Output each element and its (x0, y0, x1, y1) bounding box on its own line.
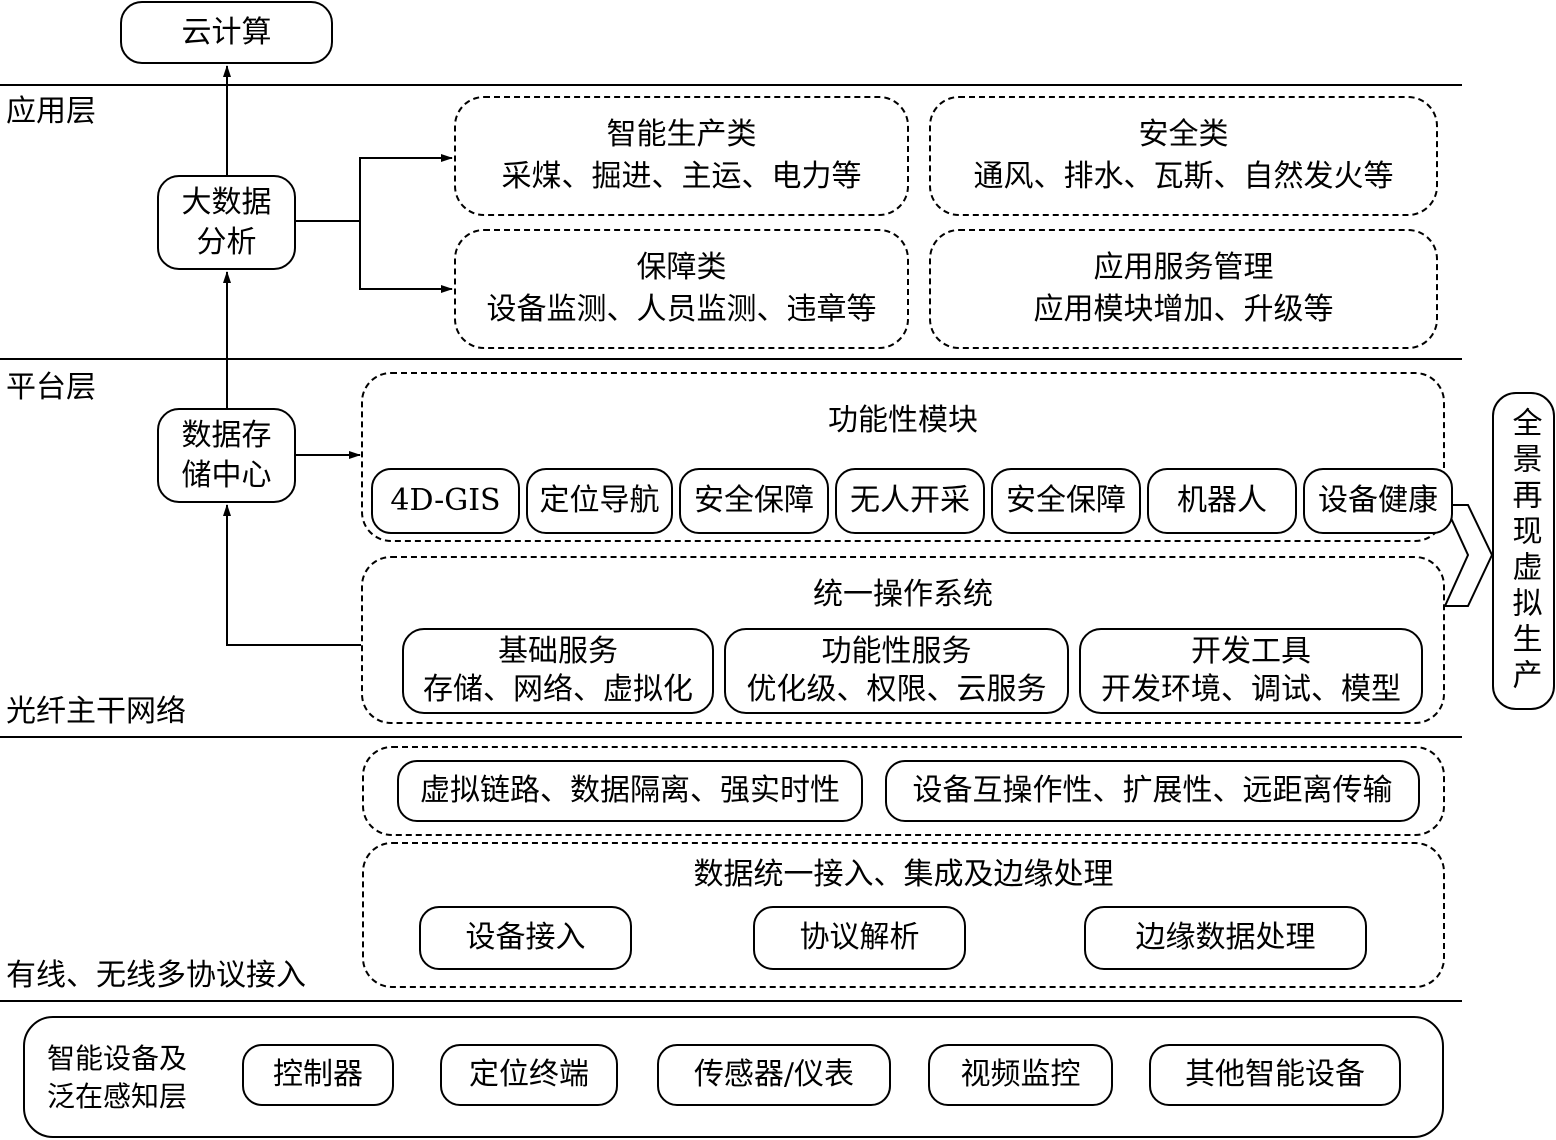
app-box-detail: 应用模块增加、升级等 (1033, 292, 1334, 327)
service-title: 开发工具 (1191, 634, 1311, 669)
app-box-title: 应用服务管理 (1093, 250, 1274, 285)
data-center-label-line1: 数据存 (181, 417, 272, 453)
service-functional: 功能性服务 优化级、权限、云服务 (724, 628, 1069, 714)
module-label: 定位导航 (539, 483, 660, 518)
data-access-title: 数据统一接入、集成及边缘处理 (693, 857, 1114, 892)
module-label: 安全保障 (1006, 483, 1126, 518)
layer-divider (0, 84, 1462, 86)
unified-os-title: 统一操作系统 (813, 577, 993, 612)
app-box-safety: 安全类 通风、排水、瓦斯、自然发火等 (929, 96, 1438, 216)
big-data-label-line1: 大数据 (181, 184, 272, 220)
module-safety-assurance: 安全保障 (679, 468, 829, 534)
access-item-edge: 边缘数据处理 (1084, 906, 1367, 970)
device-video-monitoring: 视频监控 (928, 1044, 1113, 1106)
module-label: 安全保障 (694, 483, 814, 518)
service-basic: 基础服务 存储、网络、虚拟化 (402, 628, 714, 714)
module-label: 机器人 (1177, 483, 1267, 518)
service-detail: 开发环境、调试、模型 (1101, 672, 1401, 707)
functional-modules-group: 功能性模块 4D-GIS 定位导航 安全保障 无人开采 安全保障 机器人 设备健… (361, 372, 1453, 542)
arrow-bigdata-to-support (359, 221, 453, 293)
app-box-detail: 采煤、掘进、主运、电力等 (501, 159, 862, 194)
module-4d-gis: 4D-GIS (371, 468, 520, 534)
access-item-label: 协议解析 (799, 920, 920, 955)
device-other-smart: 其他智能设备 (1149, 1044, 1401, 1106)
device-label: 视频监控 (960, 1057, 1081, 1092)
layer-label-access: 有线、无线多协议接入 (6, 958, 306, 993)
layer-label-network: 光纤主干网络 (6, 694, 186, 729)
unified-os-group: 统一操作系统 基础服务 存储、网络、虚拟化 功能性服务 优化级、权限、云服务 开… (361, 556, 1445, 724)
data-center-label-line2: 储中心 (181, 457, 272, 493)
arrow-os-to-datacenter (223, 504, 361, 646)
module-label: 4D-GIS (390, 483, 501, 518)
service-detail: 存储、网络、虚拟化 (423, 672, 693, 707)
network-features-group: 虚拟链路、数据隔离、强实时性 设备互操作性、扩展性、远距离传输 (362, 746, 1445, 836)
network-feature-interoperability: 设备互操作性、扩展性、远距离传输 (885, 760, 1420, 822)
module-equipment-health: 设备健康 (1303, 468, 1453, 534)
data-access-group: 数据统一接入、集成及边缘处理 设备接入 协议解析 边缘数据处理 (362, 842, 1445, 988)
layer-divider (0, 736, 1462, 738)
data-storage-center-node: 数据存 储中心 (157, 408, 296, 503)
module-label: 设备健康 (1318, 483, 1438, 518)
module-label: 无人开采 (850, 483, 970, 518)
app-box-title: 智能生产类 (606, 117, 757, 152)
big-data-analysis-node: 大数据 分析 (157, 175, 296, 270)
functional-modules-row: 4D-GIS 定位导航 安全保障 无人开采 安全保障 机器人 设备健康 (371, 468, 1453, 534)
layer-label-platform: 平台层 (6, 370, 96, 405)
network-feature-virtual-link: 虚拟链路、数据隔离、强实时性 (397, 760, 863, 822)
device-label: 定位终端 (469, 1057, 589, 1092)
functional-modules-title: 功能性模块 (828, 403, 978, 438)
perception-layer-label: 智能设备及 泛在感知层 (47, 1038, 213, 1118)
app-box-title: 保障类 (636, 250, 727, 285)
module-unmanned-mining: 无人开采 (835, 468, 985, 534)
module-safety-assurance-2: 安全保障 (991, 468, 1141, 534)
layer-divider (0, 1000, 1462, 1002)
device-label: 控制器 (273, 1057, 363, 1092)
device-label: 其他智能设备 (1185, 1057, 1365, 1092)
device-label: 传感器/仪表 (693, 1057, 855, 1092)
app-box-detail: 设备监测、人员监测、违章等 (486, 292, 877, 327)
big-data-label-line2: 分析 (196, 224, 257, 260)
access-item-label: 边缘数据处理 (1135, 920, 1316, 955)
network-feature-label: 设备互操作性、扩展性、远距离传输 (912, 773, 1393, 808)
layer-label-application: 应用层 (6, 94, 96, 129)
cloud-computing-node: 云计算 (120, 1, 333, 64)
module-robot: 机器人 (1147, 468, 1297, 534)
app-box-smart-production: 智能生产类 采煤、掘进、主运、电力等 (454, 96, 909, 216)
panorama-label: 全景再现虚拟生产 (1506, 407, 1542, 695)
module-positioning-navigation: 定位导航 (526, 468, 673, 534)
access-item-device: 设备接入 (419, 906, 632, 970)
perception-layer-group: 智能设备及 泛在感知层 控制器 定位终端 传感器/仪表 视频监控 其他智能设备 (23, 1016, 1444, 1138)
app-box-title: 安全类 (1138, 117, 1229, 152)
perception-label-line1: 智能设备及 (47, 1042, 188, 1075)
device-positioning-terminal: 定位终端 (440, 1044, 618, 1106)
device-sensor-meter: 传感器/仪表 (657, 1044, 891, 1106)
cloud-computing-label: 云计算 (181, 14, 272, 50)
network-feature-label: 虚拟链路、数据隔离、强实时性 (420, 773, 840, 808)
app-box-support: 保障类 设备监测、人员监测、违章等 (454, 229, 909, 349)
device-controller: 控制器 (242, 1044, 394, 1106)
panorama-virtual-production-node: 全景再现虚拟生产 (1492, 392, 1555, 710)
layer-divider (0, 358, 1462, 360)
access-item-protocol: 协议解析 (753, 906, 966, 970)
app-box-service-management: 应用服务管理 应用模块增加、升级等 (929, 229, 1438, 349)
app-box-detail: 通风、排水、瓦斯、自然发火等 (973, 159, 1394, 194)
perception-label-line2: 泛在感知层 (47, 1080, 188, 1113)
access-item-label: 设备接入 (465, 920, 586, 955)
service-title: 功能性服务 (821, 634, 972, 669)
service-dev-tools: 开发工具 开发环境、调试、模型 (1079, 628, 1423, 714)
service-title: 基础服务 (498, 634, 618, 669)
arrow-bigdata-to-smart-production (296, 154, 453, 222)
service-detail: 优化级、权限、云服务 (746, 672, 1047, 707)
